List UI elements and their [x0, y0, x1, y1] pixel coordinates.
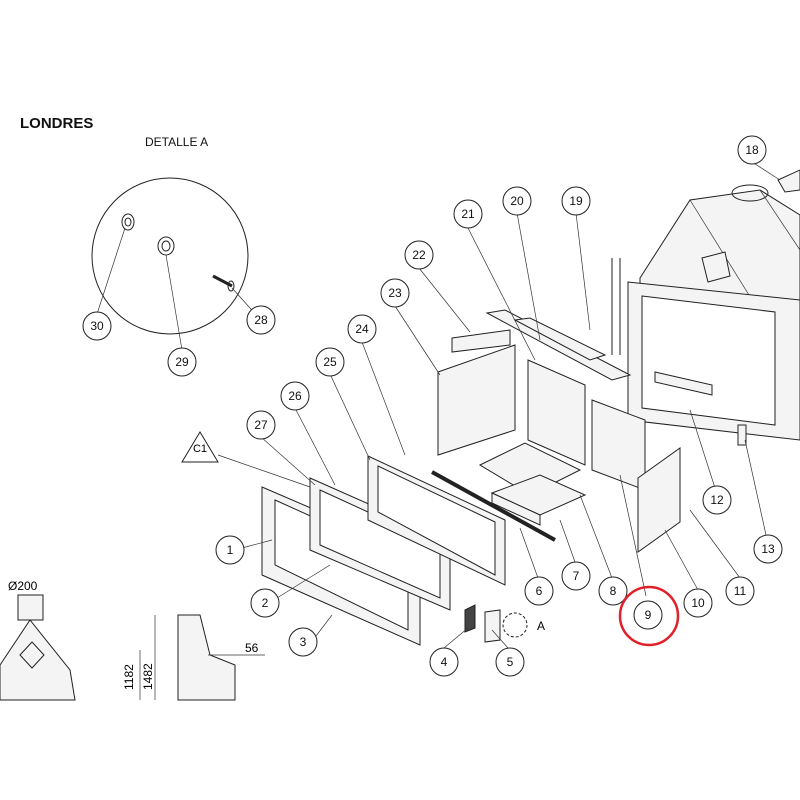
fireplace-hood: [611, 169, 800, 441]
c1-label: C1: [193, 443, 207, 455]
callout-12: 12: [702, 485, 732, 515]
callout-25: 25: [315, 347, 345, 377]
callout-label: 3: [300, 635, 307, 649]
callout-label: 28: [254, 313, 268, 327]
highlight-ring: [618, 585, 680, 647]
callout-label: 18: [745, 143, 759, 157]
c1-marker: [181, 431, 311, 488]
callout-3: 3: [288, 627, 318, 657]
callout-28: 28: [246, 305, 276, 335]
dim-diameter: Ø200: [8, 579, 38, 593]
callout-label: 29: [175, 355, 189, 369]
callout-label: 13: [761, 542, 775, 556]
callout-label: 20: [510, 194, 524, 208]
detail-a-circle: [91, 177, 249, 335]
callout-label: 2: [262, 596, 269, 610]
callout-label: 11: [734, 584, 747, 598]
callout-label: 30: [90, 319, 104, 333]
callout-label: 5: [507, 655, 514, 669]
callout-11: 11: [725, 576, 755, 606]
callout-label: 4: [441, 655, 448, 669]
callout-13: 13: [753, 534, 783, 564]
callout-label: 10: [691, 596, 705, 610]
dim-height-2: 1482: [141, 663, 155, 690]
callout-label: 27: [254, 418, 268, 432]
callout-label: 25: [323, 355, 337, 369]
callout-5: 5: [495, 647, 525, 677]
callout-20: 20: [502, 186, 532, 216]
detail-title: DETALLE A: [145, 135, 209, 149]
callout-23: 23: [380, 278, 410, 308]
callout-27: 27: [246, 410, 276, 440]
callout-30: 30: [82, 311, 112, 341]
callout-19: 19: [561, 186, 591, 216]
callout-7: 7: [561, 561, 591, 591]
back-plates: [437, 309, 646, 491]
bottom-views: [0, 594, 265, 701]
callout-label: 26: [288, 389, 302, 403]
callout-label: 19: [569, 194, 583, 208]
callout-29: 29: [167, 347, 197, 377]
callout-8: 8: [598, 576, 628, 606]
a-label: A: [537, 619, 545, 633]
callout-9: 9: [633, 600, 663, 630]
dim-width: 56: [245, 641, 259, 655]
callout-label: 12: [710, 493, 724, 507]
callout-1: 1: [215, 535, 245, 565]
callout-label: 23: [388, 286, 402, 300]
callout-24: 24: [347, 314, 377, 344]
callout-label: 7: [573, 569, 580, 583]
side-plate-and-small-parts: [464, 371, 747, 643]
leader-lines: [96, 161, 781, 649]
callout-26: 26: [280, 381, 310, 411]
callout-2: 2: [250, 588, 280, 618]
callout-label: 22: [412, 248, 426, 262]
callout-label: 9: [645, 608, 652, 622]
callout-label: 6: [536, 584, 543, 598]
callout-label: 24: [355, 322, 369, 336]
grate-and-ashtray: [478, 442, 587, 526]
callout-label: 8: [610, 584, 617, 598]
callout-4: 4: [429, 647, 459, 677]
callout-22: 22: [404, 240, 434, 270]
diagram-title: LONDRES: [20, 115, 94, 132]
callout-10: 10: [683, 588, 713, 618]
callout-label: 21: [461, 207, 475, 221]
callout-label: 1: [227, 543, 234, 557]
door-frames: [261, 455, 556, 646]
dim-height-1: 1182: [122, 664, 136, 690]
callout-18: 18: [737, 135, 767, 165]
callout-21: 21: [453, 199, 483, 229]
callout-6: 6: [524, 576, 554, 606]
